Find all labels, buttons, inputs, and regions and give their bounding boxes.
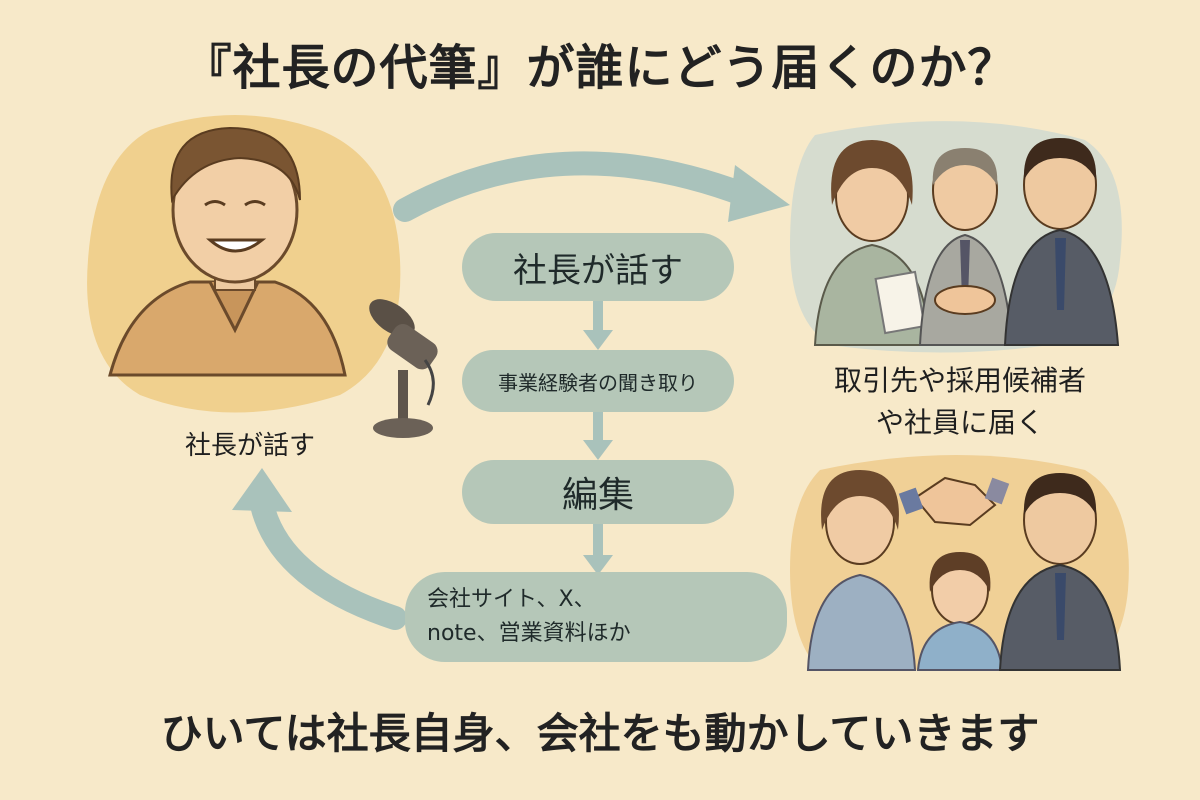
handshake-icon [898, 476, 1010, 527]
flow-step-interview: 事業経験者の聞き取り [462, 350, 734, 412]
arc-arrow-bottom-head [232, 468, 292, 512]
flow-step-speak: 社長が話す [462, 233, 734, 301]
microphone-icon [369, 299, 438, 438]
footer-message: ひいては社長自身、会社をも動かしていきます [160, 709, 1040, 758]
flow-step-publish: 会社サイト、X、 note、営業資料ほか [405, 572, 787, 662]
flow-step-edit: 編集 [462, 460, 734, 524]
speaker-label: 社長が話す [184, 431, 315, 461]
speaker-body [108, 280, 347, 377]
arc-arrow-top [393, 151, 757, 222]
speaker-hair [170, 126, 301, 204]
document-icon [874, 270, 926, 335]
flow-step-publish-line-1: 会社サイト、X、 [427, 587, 596, 612]
page-title: 『社長の代筆』が誰にどう届くのか？ [183, 40, 1017, 96]
flow-step-publish-line-2: note、営業資料ほか [427, 621, 631, 646]
destination-label-line-1: 取引先や採用候補者 [833, 364, 1086, 397]
arc-arrow-bottom [250, 493, 407, 630]
handshake-icon [934, 285, 996, 315]
destination-label: 取引先や採用候補者 や社員に届く [795, 360, 1125, 444]
destination-label-line-2: や社員に届く [875, 406, 1044, 439]
arc-arrow-top-head [728, 165, 790, 222]
